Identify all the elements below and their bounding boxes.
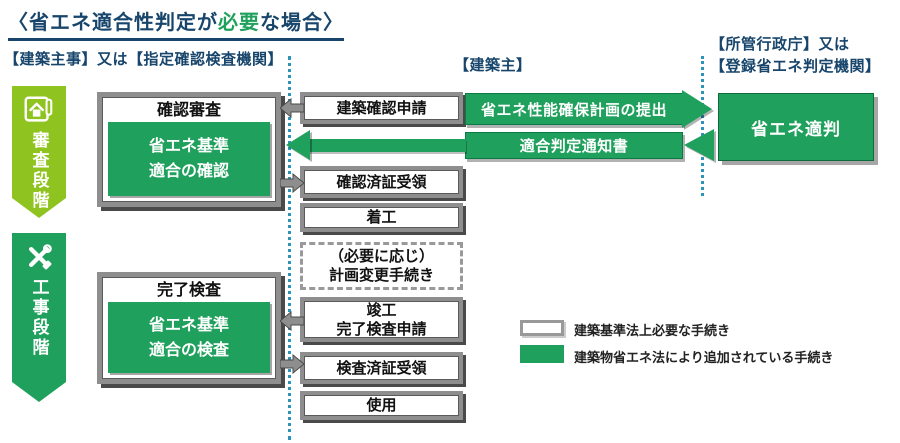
inspection-box: 完了検査 省エネ基準 適合の検査 xyxy=(97,272,281,384)
heading-building-official: 【建築主事】又は【指定確認検査機関】 xyxy=(4,51,284,68)
review-box-header: 確認審査 xyxy=(156,102,221,119)
title-suffix: な場合〉 xyxy=(260,12,344,34)
stage-banner-construction: 工事段階 xyxy=(12,233,66,402)
arrow-bar-judgment-notice: 適合判定通知書 xyxy=(465,132,683,159)
energy-judgment-box: 省エネ適判 xyxy=(718,93,874,161)
legend-label-added-procedure: 建築物省エネ法により追加されている手続き xyxy=(574,350,834,365)
heading-administrative-agency-line1: 【所管行政庁】又は xyxy=(710,36,850,53)
inspection-box-header: 完了検査 xyxy=(156,282,221,299)
legend-swatch-white xyxy=(520,320,564,336)
flow-box-inspection-certificate-receipt: 検査済証受領 xyxy=(300,352,463,384)
gray-arrow-right-icon xyxy=(280,173,304,193)
title-highlight: 必要 xyxy=(218,12,260,34)
tools-icon xyxy=(22,240,56,274)
flow-box-completion-inspection-application: 竣工 完了検査申請 xyxy=(300,297,463,342)
title-prefix: 〈省エネ適合性判定が xyxy=(8,12,218,34)
gray-arrow-right-icon xyxy=(280,354,304,374)
heading-administrative-agency: 【所管行政庁】又は 【登録省エネ判定機関】 xyxy=(710,34,881,78)
gray-arrow-left-icon xyxy=(280,98,304,118)
heading-building-owner: 【建築主】 xyxy=(454,57,532,74)
inspection-box-body: 省エネ基準 適合の検査 xyxy=(108,302,270,373)
arrow-head-left-big-icon xyxy=(286,130,310,160)
flow-box-confirmation-certificate-receipt: 確認済証受領 xyxy=(300,166,463,198)
page-title: 〈省エネ適合性判定が必要な場合〉 xyxy=(8,6,344,41)
flow-box-plan-change-procedure: （必要に応じ） 計画変更手続き xyxy=(300,242,463,290)
arrow-head-left-from-box-icon xyxy=(684,129,714,161)
arrow-bar-submit-plan: 省エネ性能確保計画の提出 xyxy=(465,93,683,125)
house-plan-icon xyxy=(22,93,56,127)
stage-banner-construction-label: 工事段階 xyxy=(29,278,49,358)
review-box-body: 省エネ基準 適合の確認 xyxy=(108,122,270,196)
legend-swatch-green xyxy=(520,345,564,363)
heading-administrative-agency-line2: 【登録省エネ判定機関】 xyxy=(710,58,881,75)
arrow-bar-notice-extension xyxy=(308,139,466,152)
legend-label-standard-procedure: 建築基準法上必要な手続き xyxy=(574,323,731,338)
flow-box-construction-start: 着工 xyxy=(300,203,463,232)
stage-banner-review-label: 審査段階 xyxy=(29,131,49,211)
flow-box-use: 使用 xyxy=(300,391,463,420)
divider-dotted-left xyxy=(288,56,291,440)
arrow-head-right-icon xyxy=(682,90,712,128)
stage-banner-review: 審査段階 xyxy=(12,86,66,218)
gray-arrow-left-icon xyxy=(280,311,304,331)
review-box: 確認審査 省エネ基準 適合の確認 xyxy=(97,92,281,207)
flow-box-building-confirmation-application: 建築確認申請 xyxy=(300,92,463,124)
